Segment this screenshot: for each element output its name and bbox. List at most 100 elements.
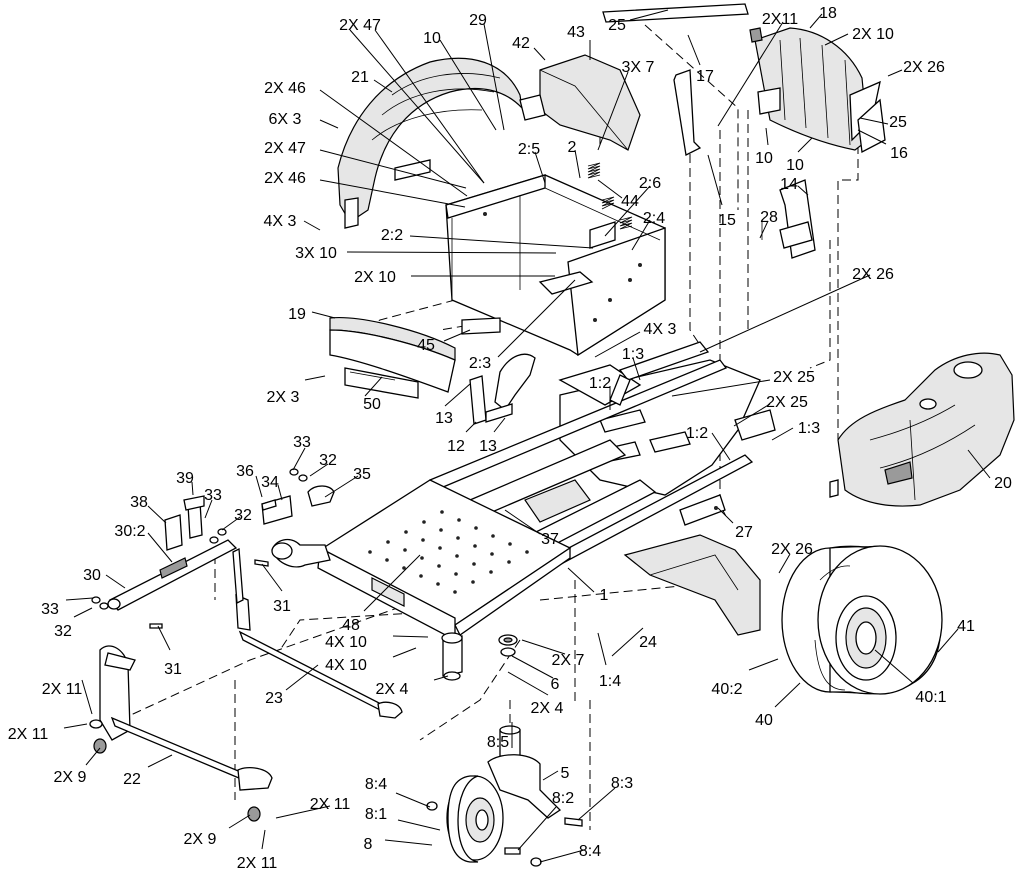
callout-label: 2X 10 [354,269,396,286]
leader-line [319,179,466,208]
leader-line [483,23,505,131]
callout-label: 1:2 [686,425,708,442]
leader-line [699,274,871,353]
leader-line [444,383,471,407]
callout-label: 2X 9 [184,831,217,848]
leader-line [567,567,595,593]
leader-line [191,481,194,496]
leader-line [717,507,734,524]
leader-line [517,806,557,851]
callout-label: 8:5 [487,734,509,751]
leader-line [774,682,801,708]
leader-line [292,447,306,471]
leader-line [533,47,546,61]
callout-label: 2X 26 [771,541,813,558]
leader-line [63,723,88,729]
callout-label: 2X 47 [264,140,306,157]
callout-label: 8:3 [611,775,633,792]
front-hood [329,317,456,399]
leader-line [597,71,629,151]
callout-label: 31 [164,661,182,678]
leader-line [465,421,477,433]
leader-line [147,505,167,524]
callout-label: 2X 26 [903,59,945,76]
callout-label: 22 [123,771,141,788]
callout-label: 15 [718,212,736,229]
callout-label: 29 [469,12,487,29]
callout-label: 20 [994,475,1012,492]
leader-line [319,149,467,189]
leader-line [511,655,554,679]
leader-line [611,627,644,657]
callout-label: 32 [319,452,337,469]
callout-label: 6 [551,676,560,693]
leader-line [521,639,566,655]
leader-line [346,251,557,254]
leader-line [397,819,441,831]
callout-label: 39 [176,470,194,487]
callout-label: 33 [41,601,59,618]
leader-line [255,475,263,498]
callout-label: 2X 7 [552,652,585,669]
leader-line [748,658,779,671]
tank-bracket [679,494,726,526]
leader-line [759,220,769,239]
leader-line [671,379,771,397]
leader-line [797,185,809,196]
callout-label: 2X 11 [237,855,278,871]
callout-label: 1:3 [622,346,644,363]
callout-label: 30 [83,567,101,584]
callout-label: 23 [265,690,283,707]
leader-line [105,574,126,589]
callout-label: 2X 11 [310,796,351,813]
callout-label: 45 [417,337,435,354]
leader-line [261,563,283,592]
leader-line [857,129,887,145]
leader-line [809,13,823,29]
lower-shield [623,534,761,636]
callout-label: 8:1 [365,806,387,823]
main-frame [271,341,776,642]
leader-line [409,235,594,249]
mounting-brackets [602,3,816,259]
callout-label: 12 [447,438,465,455]
caster-mount [441,632,518,681]
callout-label: 8:4 [579,843,601,860]
callout-label: 21 [351,69,369,86]
callout-label: 13 [479,438,497,455]
leader-line [771,427,794,441]
leader-line [65,597,94,601]
leader-line [303,220,321,231]
callout-label: 18 [819,5,837,22]
leader-line [373,79,393,93]
floor-pan-holes [368,510,529,594]
leader-line [319,119,339,129]
callout-label: 1 [600,587,609,604]
callout-label: 43 [567,24,585,41]
callout-label: 10 [786,157,804,174]
callout-label: 2X 10 [852,26,894,43]
callout-label: 2:4 [643,210,665,227]
callout-label: 4X 10 [325,634,367,651]
leader-line [261,829,266,850]
leader-line [539,849,585,863]
leader-line [392,647,417,658]
leader-line [859,117,889,125]
leader-line [204,499,213,519]
callout-label: 16 [890,145,908,162]
leader-line [81,679,93,715]
callout-label: 2X 46 [264,170,306,187]
callout-label: 8:4 [365,776,387,793]
callout-label: 2X 9 [54,769,87,786]
leader-line [319,89,468,197]
callout-label: 1:3 [798,420,820,437]
callout-label: 27 [735,524,753,541]
callout-label: 14 [780,176,798,193]
leader-line [631,219,651,251]
callout-label: 3X 10 [295,245,337,262]
leader-line [542,770,559,781]
leader-line [604,185,651,237]
leader-line [733,403,771,427]
callout-label: 33 [204,487,222,504]
leader-line [147,532,173,563]
